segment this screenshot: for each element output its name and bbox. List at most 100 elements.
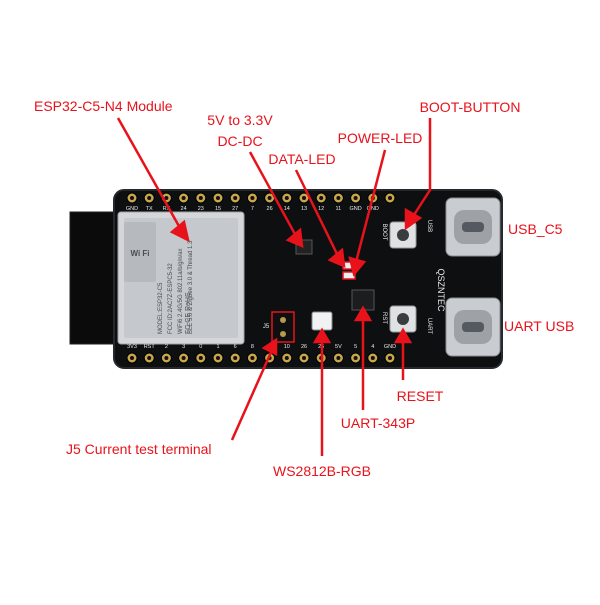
top-pin-hole xyxy=(130,196,134,200)
arrow-module xyxy=(116,117,182,229)
label-boot-button: BOOT-BUTTON xyxy=(419,99,521,115)
usb-silk: USB xyxy=(426,220,432,232)
fc-rohs-text: FC CE RoHS xyxy=(185,292,192,334)
label-usb-c5: USB_C5 xyxy=(508,221,563,237)
top-pin-label: 13 xyxy=(301,206,307,212)
module-text-line: FCC ID:2AC7Z-ESPC5-32 xyxy=(168,263,174,334)
top-pin-label: 7 xyxy=(251,206,254,212)
bottom-pin-hole xyxy=(370,356,375,360)
bottom-pin-hole xyxy=(353,356,358,360)
bottom-pin-hole xyxy=(216,356,220,360)
usb-c5-port-tongue xyxy=(462,222,484,232)
label-uart-chip: UART-343P xyxy=(340,415,416,431)
arrowhead-dcdc xyxy=(285,227,304,249)
bottom-pin-label: 5 xyxy=(354,344,357,350)
arrowhead-module xyxy=(169,219,190,243)
boot-button-cap xyxy=(397,229,409,241)
bottom-pin-hole xyxy=(198,356,203,360)
arrowhead-boot xyxy=(404,207,423,231)
top-pin-label: 11 xyxy=(336,206,342,212)
top-pin-label: 14 xyxy=(284,206,290,212)
label-uart-usb: UART USB xyxy=(504,318,575,334)
label-power-led: POWER-LED xyxy=(337,130,423,146)
bottom-pin-hole xyxy=(250,356,255,360)
arrowhead-ws2812b xyxy=(312,327,332,344)
top-pin-hole xyxy=(319,196,324,200)
top-pin-label: GND xyxy=(349,206,361,212)
j5-pad-1 xyxy=(280,317,286,323)
top-pin-hole xyxy=(302,196,306,200)
bottom-pin-label: 26 xyxy=(301,344,307,350)
arrow-boot xyxy=(410,118,432,219)
bottom-pin-label: 10 xyxy=(284,344,290,350)
top-pin-hole xyxy=(216,196,220,200)
bottom-pin-label: 2 xyxy=(165,344,168,350)
module-text-lines: MODEL:ESP32-C5 FCC ID:2AC7Z-ESPC5-32 WiFi6… xyxy=(158,240,194,334)
top-pin-hole xyxy=(336,196,341,200)
bottom-pin-label: 0 xyxy=(199,344,202,350)
module-text-line: MODEL:ESP32-C5 xyxy=(158,282,164,334)
label-dcdc-line2: DC-DC xyxy=(217,133,263,149)
module-text-line: WiFi6 2.4G/5G 802.11a/b/g/n/ax xyxy=(178,248,184,334)
top-pin-hole xyxy=(164,196,169,200)
wifi-logo xyxy=(124,222,156,282)
annotation-arrows xyxy=(116,117,432,456)
uart-silk: UART xyxy=(426,318,432,335)
label-data-led: DATA-LED xyxy=(268,151,336,167)
label-j5: J5 Current test terminal xyxy=(66,441,212,457)
bottom-pin-hole xyxy=(284,356,289,360)
j5-terminal xyxy=(271,311,295,343)
j5-silk: J5 xyxy=(263,324,270,330)
top-pin-hole xyxy=(250,196,255,200)
bottom-pin-label: 3V3 xyxy=(127,344,137,350)
label-dcdc-line1: 5V to 3.3V xyxy=(207,112,273,128)
top-pin-label: GND xyxy=(126,206,138,212)
bottom-pin-hole xyxy=(147,356,152,360)
bottom-pin-hole xyxy=(164,356,169,360)
bottom-pin-label: 4 xyxy=(371,344,374,350)
top-pin-label: 24 xyxy=(181,206,187,212)
bottom-pin-hole xyxy=(388,356,392,360)
wifi-logo-text: Wi Fi xyxy=(130,249,149,258)
top-pin-hole xyxy=(267,196,272,200)
label-module: ESP32-C5-N4 Module xyxy=(34,98,173,114)
bottom-pin-hole xyxy=(181,356,186,360)
label-ws2812b: WS2812B-RGB xyxy=(272,463,372,479)
rst-silk: RST xyxy=(381,312,387,324)
arrowhead-power-led xyxy=(348,256,367,277)
top-pin-hole xyxy=(353,196,358,200)
arrow-data-led xyxy=(294,169,340,257)
arrowhead-j5 xyxy=(261,337,278,357)
bottom-pin-label: RST xyxy=(144,344,156,350)
bottom-pin-hole xyxy=(302,356,306,360)
power-led xyxy=(342,271,356,280)
top-pin-label: RX xyxy=(163,206,171,212)
bottom-pin-hole xyxy=(336,356,341,360)
top-pin-label: 15 xyxy=(215,206,221,212)
top-pin-label: 23 xyxy=(198,206,204,212)
top-pin-label: 27 xyxy=(232,206,238,212)
arrowhead-reset xyxy=(393,327,413,344)
arrowhead-uart-chip xyxy=(353,305,373,322)
uart-usb-port-tongue xyxy=(462,322,484,332)
arrowhead-data-led xyxy=(327,247,346,269)
ws2812b-led xyxy=(311,311,333,331)
arrow-power-led xyxy=(354,149,387,263)
bottom-pin-label: 1 xyxy=(216,344,219,350)
bottom-pin-label: 5V xyxy=(335,344,342,350)
top-pin-label: 26 xyxy=(267,206,273,212)
bottom-pin-label: GND xyxy=(384,344,396,350)
bottom-pin-label: 3 xyxy=(182,344,185,350)
reset-button-cap xyxy=(397,313,409,325)
brand-mark: QSZNTEC xyxy=(436,268,446,312)
top-pin-label: GND xyxy=(367,206,379,212)
bottom-pin-label: 8 xyxy=(251,344,254,350)
top-pin-hole xyxy=(388,196,392,200)
bottom-pin-hole xyxy=(130,356,134,360)
j5-pad-2 xyxy=(280,331,286,337)
label-reset: RESET xyxy=(396,388,444,404)
arrow-dcdc xyxy=(248,151,298,237)
